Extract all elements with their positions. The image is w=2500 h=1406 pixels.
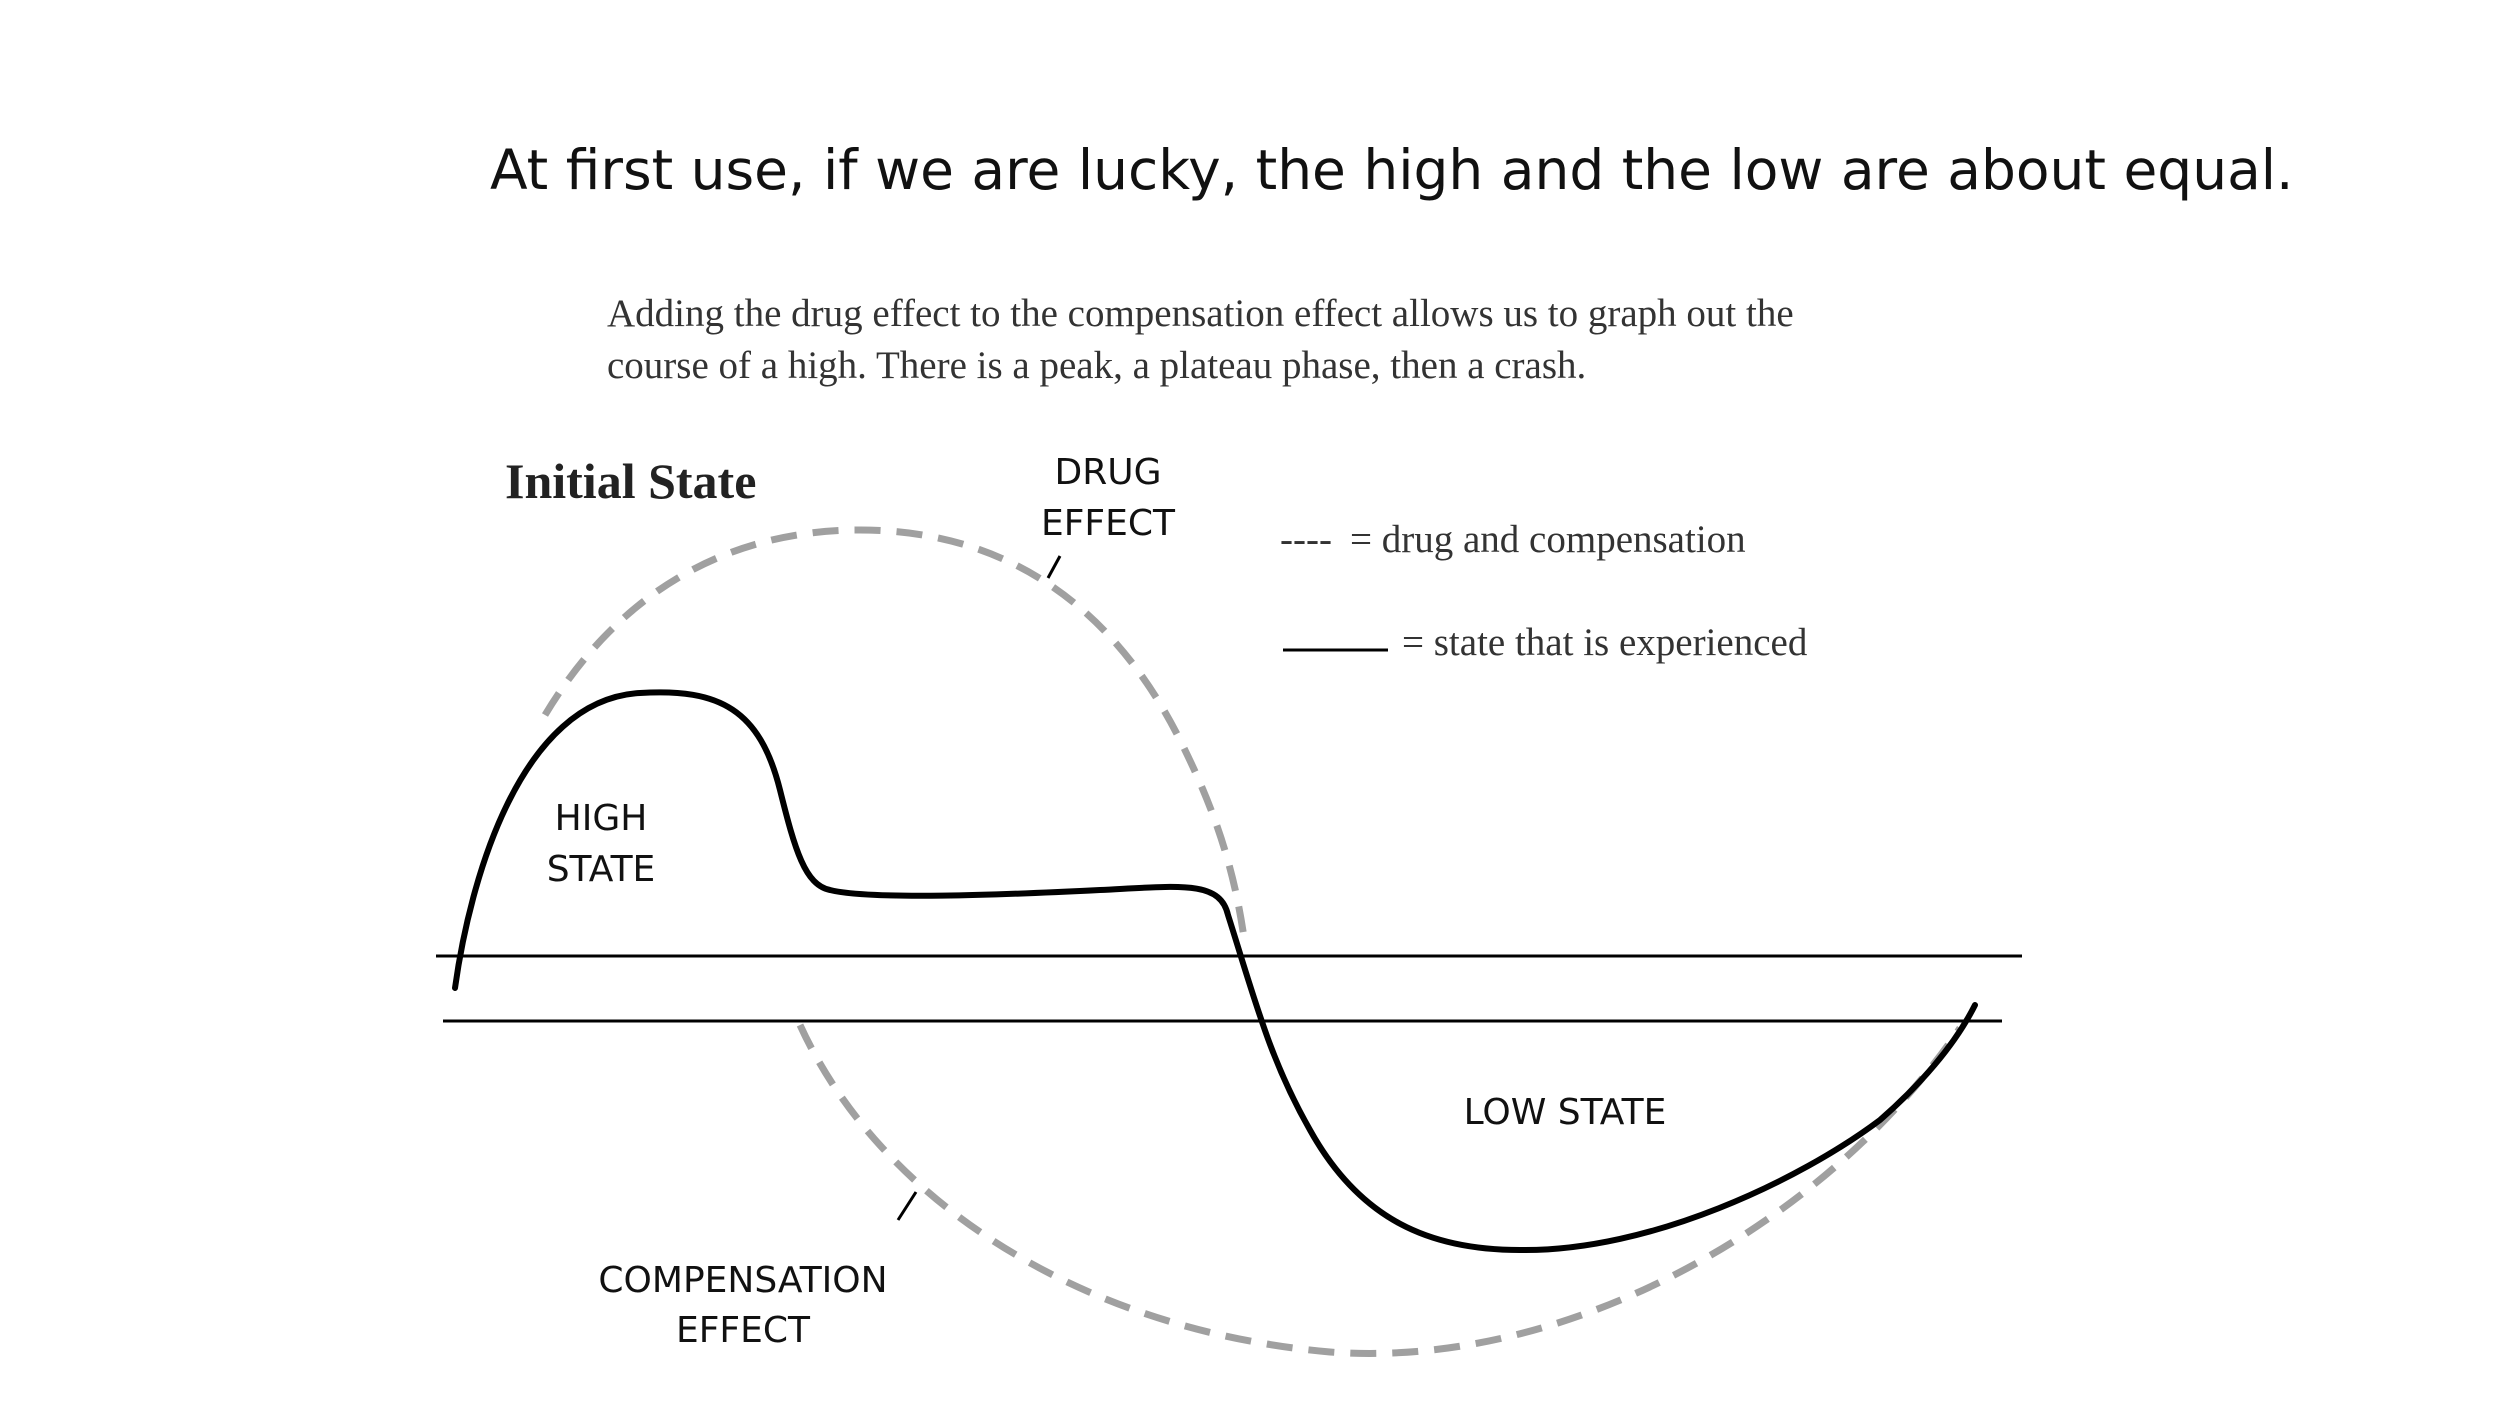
drug-effect-label-line-2: EFFECT — [1041, 503, 1176, 544]
legend-dashed-text: = drug and compensation — [1350, 518, 1746, 561]
drug-effect-label-line-1: DRUG — [1055, 452, 1162, 493]
compensation-effect-pointer — [896, 1191, 918, 1221]
drug-effect-curve — [541, 526, 1249, 946]
legend: ---- = drug and compensation = state tha… — [1280, 518, 1808, 664]
diagram-heading: Initial State — [505, 453, 756, 509]
experienced-state-curve — [452, 689, 1978, 1254]
legend-solid-text: = state that is experienced — [1402, 621, 1808, 664]
diagram-caption: Adding the drug effect to the compensati… — [607, 288, 2027, 392]
compensation-effect-curve — [796, 1023, 1963, 1357]
caption-line-2: course of a high. There is a peak, a pla… — [607, 344, 1587, 387]
slide-title: At first use, if we are lucky, the high … — [490, 138, 2294, 202]
high-state-label-line-1: HIGH — [555, 798, 648, 839]
legend-dashed-symbol: ---- — [1280, 518, 1332, 561]
compensation-effect-label-line-2: EFFECT — [676, 1310, 811, 1351]
high-state-label-line-2: STATE — [547, 849, 656, 890]
caption-line-1: Adding the drug effect to the compensati… — [607, 292, 1794, 335]
low-state-label: LOW STATE — [1464, 1092, 1667, 1133]
drug-effect-pointer — [1046, 555, 1062, 579]
compensation-effect-label-line-1: COMPENSATION — [598, 1260, 887, 1301]
